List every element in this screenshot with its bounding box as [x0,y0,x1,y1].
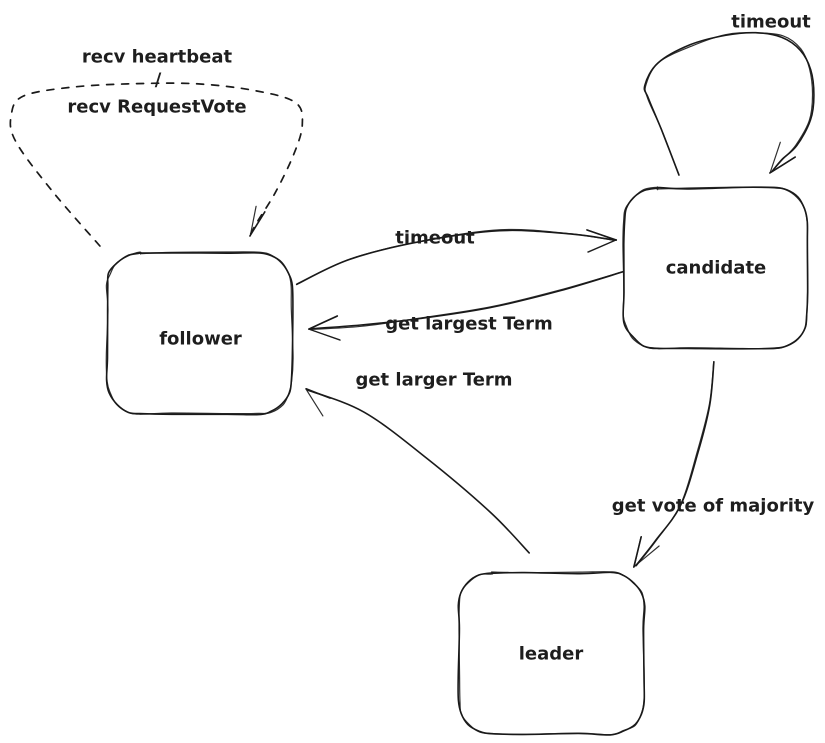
edge-timeout-self-path [643,31,815,176]
edge-timeout-arrowhead [586,229,618,253]
edge-label-get-largest-term: get largest Term [385,313,553,335]
leader-node-box [457,571,646,736]
candidate-node-box [622,186,809,350]
edge-label-get-vote-of-majority: get vote of majority [611,495,815,517]
edge-label-timeout-self: timeout [731,11,811,33]
node-label-candidate: candidate [665,257,767,279]
edge-label-recv-slash: / [154,69,162,91]
edge-get-vote-arrowhead [633,536,660,568]
edge-label-get-larger-term: get larger Term [355,369,513,391]
edge-get-vote-path [634,361,715,567]
edge-get-largest-term-arrowhead [308,315,341,341]
edge-get-larger-term-arrowhead [305,388,331,417]
edge-get-largest-term-path [310,270,624,330]
edge-recv-loop-path [9,82,304,247]
node-label-leader: leader [518,643,584,665]
edge-get-larger-term-path [307,389,530,554]
edge-label-recv-line2: recv RequestVote [67,96,247,118]
edge-timeout-path [295,228,615,286]
edge-recv-loop-arrowhead [249,205,266,237]
edge-timeout-self-arrowhead [769,141,796,174]
follower-node-box [105,251,294,416]
node-label-follower: follower [159,328,242,350]
edge-label-timeout: timeout [395,227,475,249]
edge-label-recv-line1: recv heartbeat [81,46,233,68]
